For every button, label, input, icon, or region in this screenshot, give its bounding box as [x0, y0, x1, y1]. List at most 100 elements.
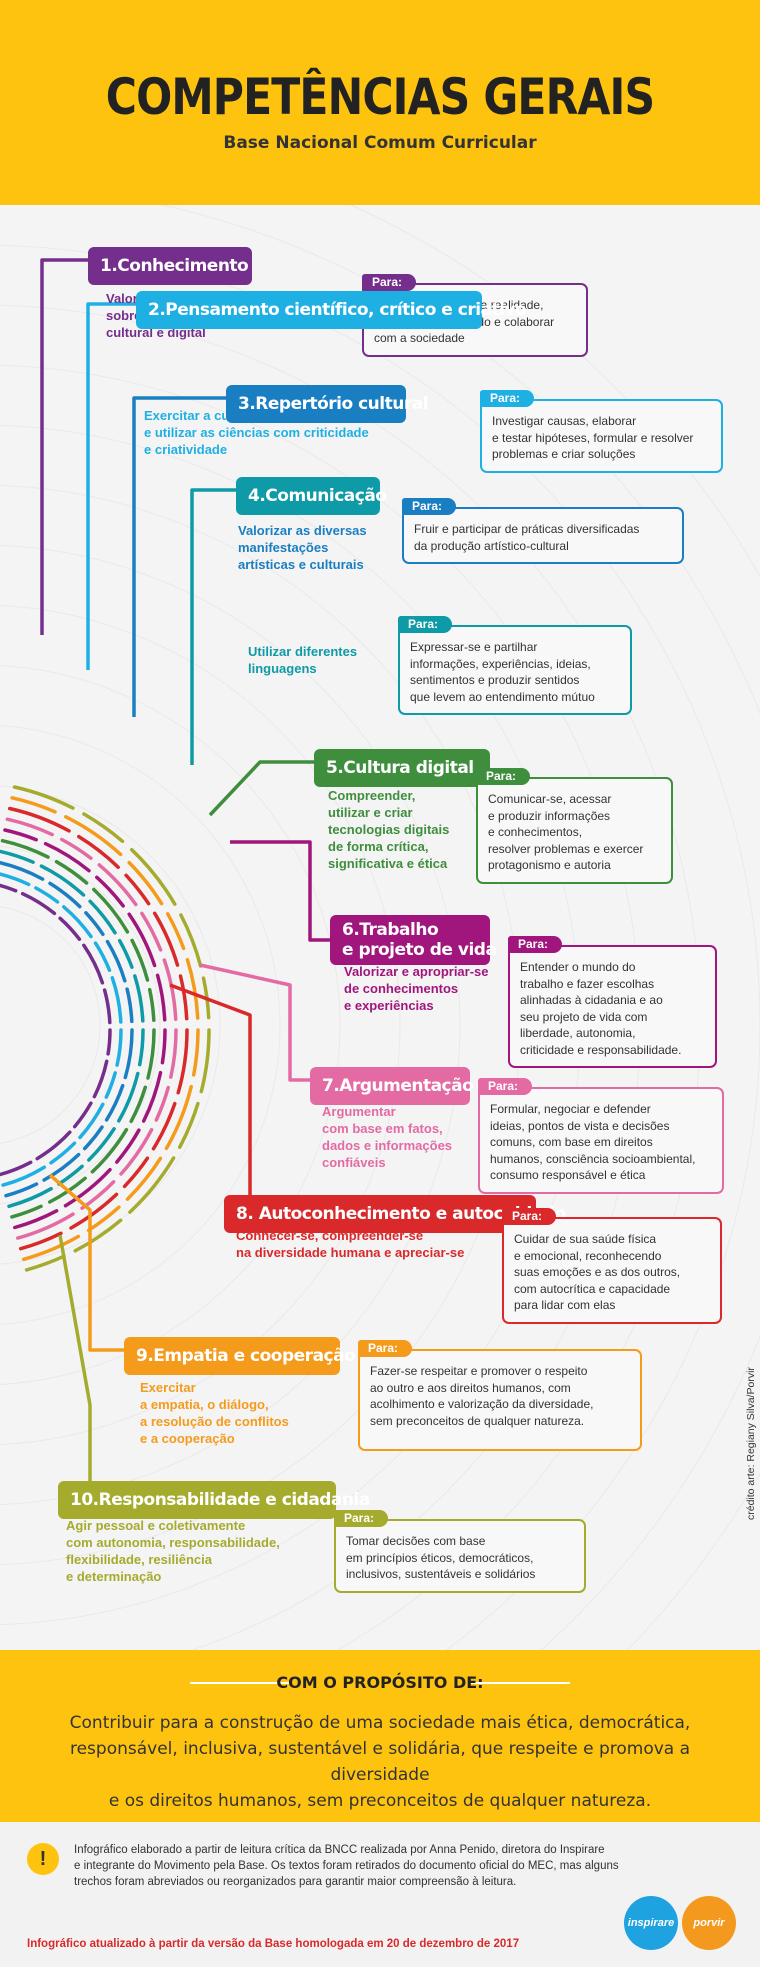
description-line: Exercitar [140, 1380, 196, 1395]
para-line: ao outro e aos direitos humanos, com [370, 1380, 571, 1395]
radial-arc [21, 1234, 81, 1262]
para-line: humanos, consciência socioambiental, [490, 1151, 696, 1166]
radial-arc [97, 863, 138, 907]
description-line: Utilizar diferentes [248, 644, 358, 659]
description-line: flexibilidade, resiliência [66, 1552, 212, 1567]
para-line: Formular, negociar e defender [490, 1102, 651, 1116]
description-line: a resolução de conflitos [140, 1414, 289, 1429]
para-label: Para: [476, 768, 531, 785]
para-label: Para: [402, 498, 457, 515]
para-line: Investigar causas, elaborar [492, 414, 637, 428]
para-line: Fazer-se respeitar e promover o respeito [370, 1364, 588, 1378]
description-line: Valorizar e apropriar-se [344, 964, 489, 979]
radial-arc [60, 837, 93, 860]
radial-arc [130, 938, 150, 982]
radial-arc [140, 911, 163, 952]
radial-arc [176, 1028, 189, 1095]
description-line: e experiências [344, 998, 434, 1013]
connector-line [86, 302, 136, 670]
para-line: e conhecimentos, [488, 825, 583, 839]
para-box: Para:Fazer-se respeitar e promover o res… [358, 1340, 642, 1451]
competencia-title-line: e projeto de vida [342, 940, 497, 960]
para-line: que levem ao entendimento mútuo [410, 689, 595, 704]
para-line: da produção artístico-cultural [414, 538, 569, 553]
radial-arc [104, 1083, 125, 1122]
radial-arc [13, 1209, 59, 1230]
credits-line: e integrante do Movimento pela Base. Os … [74, 1860, 619, 1872]
radial-arc [125, 987, 134, 1024]
radial-arc [141, 1070, 163, 1123]
radial-arc [10, 1204, 43, 1219]
porvir-logo[interactable]: porvir [682, 1896, 736, 1950]
radial-arc [42, 1152, 81, 1182]
description-line: Argumentar [322, 1104, 396, 1119]
radial-arc [128, 1156, 176, 1214]
radial-arc [35, 1130, 72, 1161]
background-circle [0, 906, 101, 1144]
radial-lines-decoration [0, 205, 760, 1650]
radial-arc [169, 1028, 178, 1079]
radial-arc [95, 875, 125, 908]
radial-arc [4, 1182, 39, 1198]
purpose-text-line: responsável, inclusiva, sustentável e so… [69, 1739, 691, 1785]
radial-arc [147, 987, 156, 1023]
radial-arc [152, 911, 180, 967]
para-line: Comunicar-se, acessar [488, 792, 612, 806]
para-line: para lidar com elas [514, 1298, 616, 1312]
description-line: manifestações [238, 540, 329, 555]
radial-arc [102, 988, 112, 1025]
radial-arc [7, 1186, 53, 1209]
radial-arc [92, 1059, 109, 1099]
competencia-description: Valorizar e apropriar-se de conhecimentos… [344, 963, 489, 1014]
vertical-credit: crédito arte: Regiany Silva/Porvir [745, 1367, 757, 1520]
radial-arc [110, 976, 123, 1024]
background-circle [0, 845, 161, 1205]
competencia-title: 5.Cultura digital [314, 749, 490, 787]
para-line: em princípios éticos, democráticos, [346, 1550, 534, 1565]
para-label: Para: [334, 1510, 389, 1527]
inspirare-logo[interactable]: inspirare [624, 1896, 678, 1950]
radial-arc [199, 1028, 211, 1094]
para-line: Fruir e participar de práticas diversifi… [414, 522, 640, 536]
para-line: ideias, pontos de vista e decisões [490, 1118, 670, 1133]
para-line: acolhimento e valorização da diversidade… [370, 1397, 594, 1411]
competencia-title: 7.Argumentação [310, 1067, 474, 1105]
radial-arc [164, 1084, 193, 1151]
background-circle [0, 725, 281, 1325]
para-line: consumo responsável e ética [490, 1168, 646, 1182]
radial-arc [0, 838, 50, 859]
para-line: resolver problemas e exercer [488, 841, 644, 856]
purpose-text-line: e os direitos humanos, sem preconceitos … [108, 1791, 652, 1811]
radial-arc [73, 1218, 123, 1253]
radial-arc [72, 1101, 93, 1129]
radial-arc [129, 1085, 148, 1124]
background-circle [0, 605, 401, 1445]
description-line: com autonomia, responsabilidade, [66, 1535, 280, 1550]
radial-arc [16, 1212, 75, 1240]
radial-arc [124, 873, 151, 906]
radial-arc [146, 1028, 156, 1080]
radial-arc [77, 834, 120, 869]
radial-arc [43, 841, 91, 873]
radial-arc [58, 916, 82, 941]
para-line: alinhadas à cidadania e ao [520, 993, 663, 1007]
para-line: informações, experiências, ideias, [410, 656, 591, 671]
description-line: na diversidade humana e apreciar-se [236, 1245, 465, 1260]
radial-arc [7, 806, 71, 833]
radial-arc [162, 958, 178, 1021]
para-line: trabalho e fazer escolhas [520, 976, 655, 991]
purpose-line-right [470, 1682, 570, 1684]
para-label: Para: [508, 936, 563, 953]
para-label: Para: [478, 1078, 533, 1095]
radial-arc [0, 1160, 33, 1177]
radial-arc [20, 891, 57, 916]
competencia-title: 1.Conhecimento [88, 247, 252, 285]
description-line: e determinação [66, 1569, 162, 1584]
description-line: de conhecimentos [344, 981, 459, 996]
